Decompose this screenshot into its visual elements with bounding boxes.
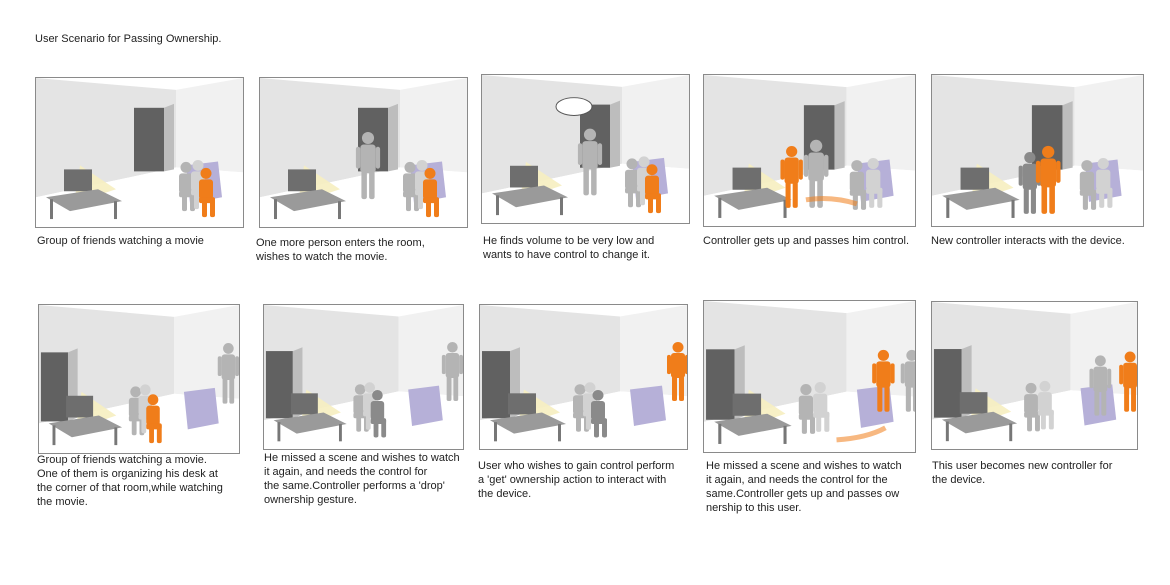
panel-caption-3: He finds volume to be very low and wants… (483, 235, 655, 261)
person-figure (872, 349, 895, 412)
seated-person (798, 384, 816, 434)
person-figure (217, 342, 239, 404)
storyboard-panel-10 (931, 301, 1138, 450)
panel-caption-8: User who wishes to gain control perform … (478, 460, 675, 500)
seated-person (199, 167, 215, 218)
person-figure (577, 128, 603, 196)
storyboard-panel-3 (481, 74, 690, 224)
scene-illustration (932, 302, 1137, 449)
storyboard-panel-9 (703, 300, 916, 453)
seated-person (1024, 382, 1040, 432)
seated-person (645, 164, 661, 214)
panel-caption-5: New controller interacts with the device… (931, 235, 1125, 247)
person-figure (1089, 355, 1112, 416)
panel-caption-7: He missed a scene and wishes to watch it… (264, 452, 460, 506)
scene-illustration (704, 301, 915, 452)
seated-person (813, 382, 830, 432)
person-figure (441, 341, 463, 401)
panel-caption-10: This user becomes new controller for the… (932, 460, 1113, 486)
scene-illustration (36, 78, 243, 227)
scene-illustration (39, 305, 239, 453)
person-figure (667, 341, 687, 401)
seated-person (866, 158, 883, 208)
person-figure (1018, 152, 1042, 214)
person-figure (803, 139, 829, 208)
scene-illustration (482, 75, 689, 223)
seated-person (1079, 160, 1097, 210)
seated-person (146, 394, 162, 444)
seated-person (1096, 158, 1113, 208)
person-figure (355, 131, 381, 200)
scene-illustration (264, 305, 463, 449)
panel-caption-4: Controller gets up and passes him contro… (703, 235, 910, 247)
seated-person (423, 167, 439, 218)
seated-person (591, 389, 607, 438)
seated-person (1037, 380, 1054, 430)
page-title: User Scenario for Passing Ownership. (35, 33, 222, 45)
storyboard-panel-4 (703, 74, 916, 227)
storyboard-panel-6 (38, 304, 240, 454)
panel-caption-6: Group of friends watching a movie. One o… (37, 454, 223, 508)
seated-person (403, 161, 419, 212)
scene-illustration (932, 75, 1143, 226)
storyboard-panel-1 (35, 77, 244, 228)
panel-caption-1: Group of friends watching a movie (37, 235, 204, 247)
storyboard-panel-2 (259, 77, 468, 228)
scene-illustration (260, 78, 467, 227)
person-figure (780, 145, 803, 208)
scene-illustration (480, 305, 687, 449)
panel-caption-2: One more person enters the room, wishes … (256, 237, 425, 263)
storyboard-panel-7 (263, 304, 464, 450)
person-figure (1119, 351, 1137, 412)
panel-caption-9: He missed a scene and wishes to watch it… (706, 460, 902, 514)
person-figure (900, 349, 915, 412)
seated-person (370, 389, 387, 438)
person-figure (1035, 145, 1061, 214)
seated-person (179, 161, 195, 212)
storyboard-panel-8 (479, 304, 688, 450)
scene-illustration (704, 75, 915, 226)
storyboard-panel-5 (931, 74, 1144, 227)
